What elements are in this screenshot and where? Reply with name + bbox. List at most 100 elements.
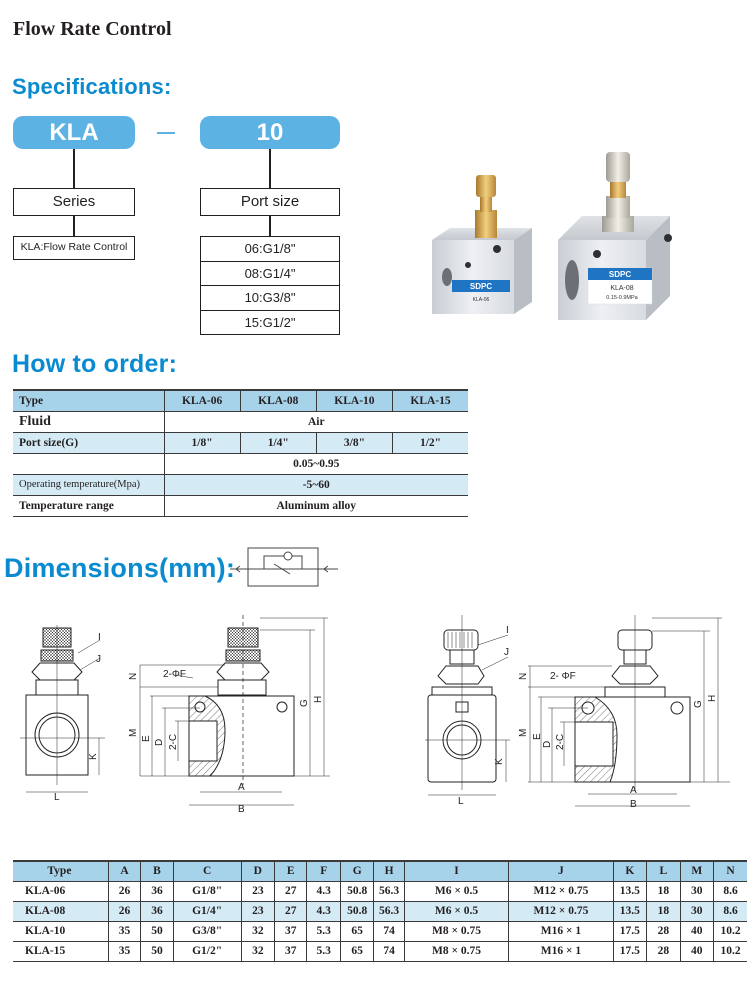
cell: 27 bbox=[274, 881, 308, 902]
header-cell: I bbox=[404, 860, 510, 882]
svg-text:2-C: 2-C bbox=[555, 734, 566, 750]
cell: M16 × 1 bbox=[508, 921, 614, 942]
row-label bbox=[13, 453, 165, 475]
product-photo: SDPC KLA-06 SDPC KLA-08 0.15-0.9MPa bbox=[432, 152, 672, 320]
code-separator bbox=[157, 132, 175, 134]
table-row: KLA-15 35 50 G1/2" 32 37 5.3 65 74 M8 × … bbox=[13, 941, 747, 962]
cell: 23 bbox=[241, 881, 276, 902]
table-row: KLA-08 26 36 G1/4" 23 27 4.3 50.8 56.3 M… bbox=[13, 901, 747, 922]
header-cell: C bbox=[173, 860, 242, 882]
cell: 35 bbox=[108, 921, 142, 942]
svg-text:B: B bbox=[630, 799, 637, 810]
svg-text:N: N bbox=[518, 673, 529, 680]
cell: 4.3 bbox=[306, 881, 341, 902]
cell: 1/8" bbox=[164, 432, 241, 454]
svg-text:I: I bbox=[506, 625, 509, 636]
svg-text:L: L bbox=[458, 796, 464, 807]
cell: 5.3 bbox=[306, 941, 341, 962]
svg-text:E: E bbox=[532, 733, 543, 740]
cell: KLA-15 bbox=[392, 389, 468, 412]
header-cell: N bbox=[713, 860, 747, 882]
cell: M8 × 0.75 bbox=[404, 941, 510, 962]
cell: G3/8" bbox=[173, 921, 242, 942]
cell: 10.2 bbox=[713, 941, 747, 962]
port-option: 08:G1/4" bbox=[201, 262, 339, 286]
cell: 50 bbox=[140, 941, 174, 962]
series-label-box: Series bbox=[13, 188, 135, 216]
header-cell: M bbox=[680, 860, 715, 882]
table-row: Type KLA-06 KLA-08 KLA-10 KLA-15 bbox=[13, 389, 468, 412]
cell: 8.6 bbox=[713, 901, 747, 922]
cell: 4.3 bbox=[306, 901, 341, 922]
header-cell: Type bbox=[13, 860, 109, 882]
cell: 10.2 bbox=[713, 921, 747, 942]
header-cell: A bbox=[108, 860, 142, 882]
port-option: 10:G3/8" bbox=[201, 286, 339, 311]
svg-text:G: G bbox=[693, 700, 704, 708]
svg-text:M: M bbox=[128, 729, 139, 737]
cell: 27 bbox=[274, 901, 308, 922]
cell: 1/2" bbox=[392, 432, 468, 454]
cell: 3/8" bbox=[316, 432, 394, 454]
port-code-pill: 10 bbox=[200, 116, 340, 149]
cell: 17.5 bbox=[613, 921, 648, 942]
cell: 28 bbox=[646, 921, 681, 942]
cell: 37 bbox=[274, 941, 308, 962]
cell: 56.3 bbox=[373, 881, 405, 902]
cell: KLA-10 bbox=[13, 921, 109, 942]
dimensions-table: Type A B C D E F G H I J K L M N KLA-06 … bbox=[13, 860, 747, 962]
header-cell: H bbox=[373, 860, 405, 882]
cell: 65 bbox=[340, 921, 375, 942]
cell: 26 bbox=[108, 901, 142, 922]
row-label: Operating temperature(Mpa) bbox=[13, 474, 165, 496]
cell: M12 × 0.75 bbox=[508, 881, 614, 902]
cell: KLA-06 bbox=[164, 389, 241, 412]
svg-text:KLA-06: KLA-06 bbox=[473, 297, 490, 303]
svg-text:G: G bbox=[299, 699, 310, 707]
svg-text:K: K bbox=[494, 758, 505, 765]
cell: KLA-15 bbox=[13, 941, 109, 962]
cell: 37 bbox=[274, 921, 308, 942]
svg-text:0.15-0.9MPa: 0.15-0.9MPa bbox=[606, 295, 638, 301]
cell: M6 × 0.5 bbox=[404, 881, 510, 902]
cell: Air bbox=[164, 411, 468, 433]
cell: 8.6 bbox=[713, 881, 747, 902]
cell: KLA-08 bbox=[240, 389, 317, 412]
cell: 36 bbox=[140, 881, 174, 902]
table-row: 0.05~0.95 bbox=[13, 453, 468, 475]
svg-text:L: L bbox=[54, 792, 60, 803]
connector-line bbox=[73, 149, 75, 188]
row-label: Port size(G) bbox=[13, 432, 165, 454]
cell: 13.5 bbox=[613, 881, 648, 902]
table-row: Operating temperature(Mpa) -5~60 bbox=[13, 474, 468, 496]
cell: M16 × 1 bbox=[508, 941, 614, 962]
svg-text:2- ΦF: 2- ΦF bbox=[550, 671, 576, 682]
cell: 36 bbox=[140, 901, 174, 922]
svg-text:D: D bbox=[154, 739, 165, 746]
svg-text:H: H bbox=[707, 695, 718, 702]
cell: -5~60 bbox=[164, 474, 468, 496]
connector-line bbox=[73, 216, 75, 236]
cell: 23 bbox=[241, 901, 276, 922]
cell: 32 bbox=[241, 941, 276, 962]
cell: 18 bbox=[646, 901, 681, 922]
series-code-pill: KLA bbox=[13, 116, 135, 149]
svg-text:KLA-08: KLA-08 bbox=[610, 285, 633, 292]
order-table: Type KLA-06 KLA-08 KLA-10 KLA-15 Fluid A… bbox=[13, 389, 468, 517]
cell: 50.8 bbox=[340, 901, 375, 922]
cell: 28 bbox=[646, 941, 681, 962]
svg-text:N: N bbox=[128, 673, 139, 680]
row-label: Type bbox=[13, 389, 165, 412]
header-cell: D bbox=[241, 860, 276, 882]
specifications-heading: Specifications: bbox=[12, 74, 172, 99]
cell: 1/4" bbox=[240, 432, 317, 454]
cell: KLA-08 bbox=[13, 901, 109, 922]
svg-text:2-ΦF: 2-ΦF bbox=[163, 669, 186, 680]
table-row: Temperature range Aluminum alloy bbox=[13, 495, 468, 517]
svg-text:SDPC: SDPC bbox=[609, 270, 631, 279]
cell: 17.5 bbox=[613, 941, 648, 962]
cell: KLA-10 bbox=[316, 389, 394, 412]
cell: 74 bbox=[373, 921, 405, 942]
cell: M8 × 0.75 bbox=[404, 921, 510, 942]
cell: G1/8" bbox=[173, 881, 242, 902]
